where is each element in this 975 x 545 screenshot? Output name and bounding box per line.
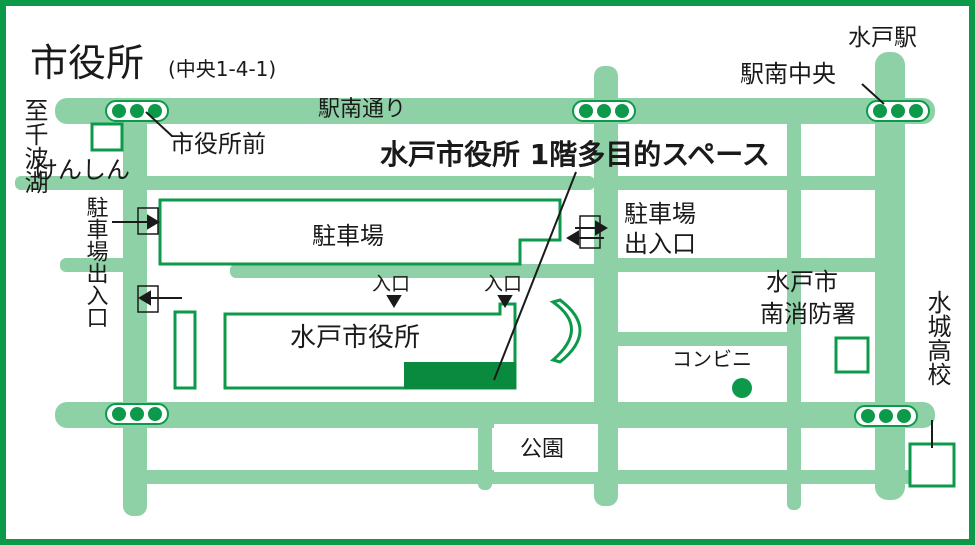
arrow-parking-out-left (138, 290, 151, 306)
arrow-parking-in-left (147, 214, 160, 230)
road-ekinan-dori (55, 98, 935, 124)
senba-lake-label: 至千波湖 (20, 98, 48, 194)
leader-ekinan-chuo (861, 83, 885, 105)
highschool-building (908, 442, 956, 488)
road-bottom (55, 402, 935, 428)
entrance-arrow-2 (497, 295, 513, 308)
signal-middle-top (572, 100, 636, 122)
road-middle-vertical (594, 66, 618, 506)
fire-station-building (834, 336, 870, 374)
road-minor-top (15, 176, 595, 190)
map-address: (中央1-4-1) (168, 57, 276, 81)
parking-lot-building (158, 198, 562, 266)
entrance-arrow-1 (386, 295, 402, 308)
parking-left-label: 駐車場出入口 (83, 196, 109, 328)
venue-highlight (404, 362, 516, 389)
canopy-shape (549, 298, 582, 364)
road-right-1 (600, 176, 885, 190)
roads (15, 52, 935, 516)
arrow-parking-right-out (566, 230, 579, 246)
traffic-signals (105, 100, 930, 427)
road-right-main-vertical (875, 52, 905, 500)
arrows (112, 207, 608, 313)
city-hall-mae-label: 市役所前 (170, 130, 266, 158)
venue-callout: 水戸市役所 1階多目的スペース (380, 138, 770, 171)
fire-station-label-1: 水戸市 (766, 268, 838, 296)
kenshin-building (90, 122, 124, 152)
city-hall-label: 水戸市役所 (290, 323, 420, 353)
road-left-short (60, 258, 135, 272)
parking-right-label-2: 出入口 (624, 230, 696, 258)
road-right-mid-vertical (787, 100, 801, 510)
signal-bottom-left (105, 403, 169, 425)
signal-ekinan-chuo (866, 100, 930, 122)
leader-city-hall-mae (145, 111, 173, 137)
park-block (494, 424, 598, 472)
entrance-label-2: 入口 (484, 273, 522, 295)
side-block (173, 310, 197, 390)
road-right-3 (600, 332, 800, 346)
leader-lines (145, 83, 933, 448)
ekinan-chuo-label: 駅南中央 (740, 60, 836, 88)
parking-lot-label: 駐車場 (312, 222, 384, 250)
parking-right-label-1: 駐車場 (624, 200, 696, 228)
kenshin-label: けんしん (34, 156, 130, 184)
convenience-store-marker (732, 378, 752, 398)
arrow-parking-right-in (595, 220, 608, 236)
signal-city-hall-mae (105, 100, 169, 122)
road-bottom-lower (130, 470, 935, 484)
ekinan-dori-label: 駅南通り (318, 97, 406, 122)
signal-bottom-right (854, 405, 918, 427)
park-label: 公園 (520, 437, 564, 462)
entrance-label-1: 入口 (372, 273, 410, 295)
mito-station-label: 水戸駅 (848, 25, 917, 51)
convenience-store-label: コンビニ (672, 347, 752, 371)
leader-venue (493, 171, 577, 381)
highschool-label: 水城高校 (923, 290, 951, 386)
fire-station-label-2: 南消防署 (760, 300, 856, 328)
road-minor-parking (230, 264, 605, 278)
map-title: 市役所 (30, 41, 144, 85)
road-right-2 (600, 258, 885, 272)
road-small-vertical (478, 420, 492, 490)
